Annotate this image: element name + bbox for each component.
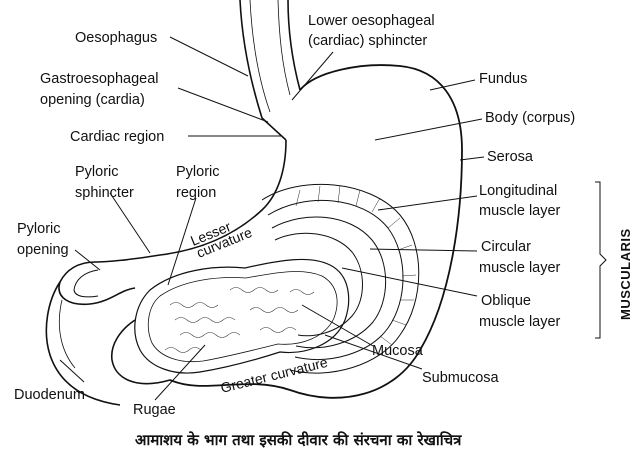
label-cardiac-region: Cardiac region <box>70 129 164 145</box>
label-lower-sphincter-1: Lower oesophageal <box>308 13 435 29</box>
label-body: Body (corpus) <box>485 110 575 126</box>
label-circular-2: muscle layer <box>479 260 561 276</box>
label-pyloric-opening-1: Pyloric <box>17 221 61 237</box>
mucosa-lining <box>134 258 350 374</box>
label-serosa: Serosa <box>487 149 534 165</box>
label-pyloric-sphincter-2: sphincter <box>75 185 134 201</box>
label-oblique-2: muscle layer <box>479 314 561 330</box>
stomach-outer-wall <box>169 64 463 399</box>
stomach-illustration <box>45 0 463 406</box>
muscularis-bracket <box>595 181 607 339</box>
label-fundus: Fundus <box>479 71 527 87</box>
label-circular-1: Circular <box>481 239 531 255</box>
label-muscularis: MUSCULARIS <box>618 228 633 320</box>
leader-lines <box>59 36 485 401</box>
label-lower-sphincter-2: (cardiac) sphincter <box>308 33 427 49</box>
oblique-layer <box>274 232 363 337</box>
label-pyloric-opening-2: opening <box>17 242 69 258</box>
label-mucosa: Mucosa <box>372 343 424 359</box>
label-greater-curvature: Greater curvature <box>219 354 330 396</box>
duodenum-tube <box>45 281 121 406</box>
label-submucosa: Submucosa <box>422 370 500 386</box>
label-oesophagus: Oesophagus <box>75 30 157 46</box>
label-duodenum: Duodenum <box>14 387 85 403</box>
longitudinal-layer <box>261 183 420 374</box>
label-longitudinal-1: Longitudinal <box>479 183 557 199</box>
label-oblique-1: Oblique <box>481 293 531 309</box>
label-rugae: Rugae <box>133 402 176 418</box>
label-gastro-1: Gastroesophageal <box>40 71 159 87</box>
label-pyloric-sphincter-1: Pyloric <box>75 164 119 180</box>
oesophagus-tube <box>239 0 287 141</box>
pylorus-outline <box>58 261 136 306</box>
label-pyloric-region-2: region <box>176 185 216 201</box>
caption: आमाशय के भाग तथा इसकी दीवार की संरचना का… <box>135 431 462 449</box>
lesser-curvature-line <box>94 139 287 263</box>
label-longitudinal-2: muscle layer <box>479 203 561 219</box>
label-gastro-2: opening (cardia) <box>40 92 145 108</box>
label-pyloric-region-1: Pyloric <box>176 164 220 180</box>
